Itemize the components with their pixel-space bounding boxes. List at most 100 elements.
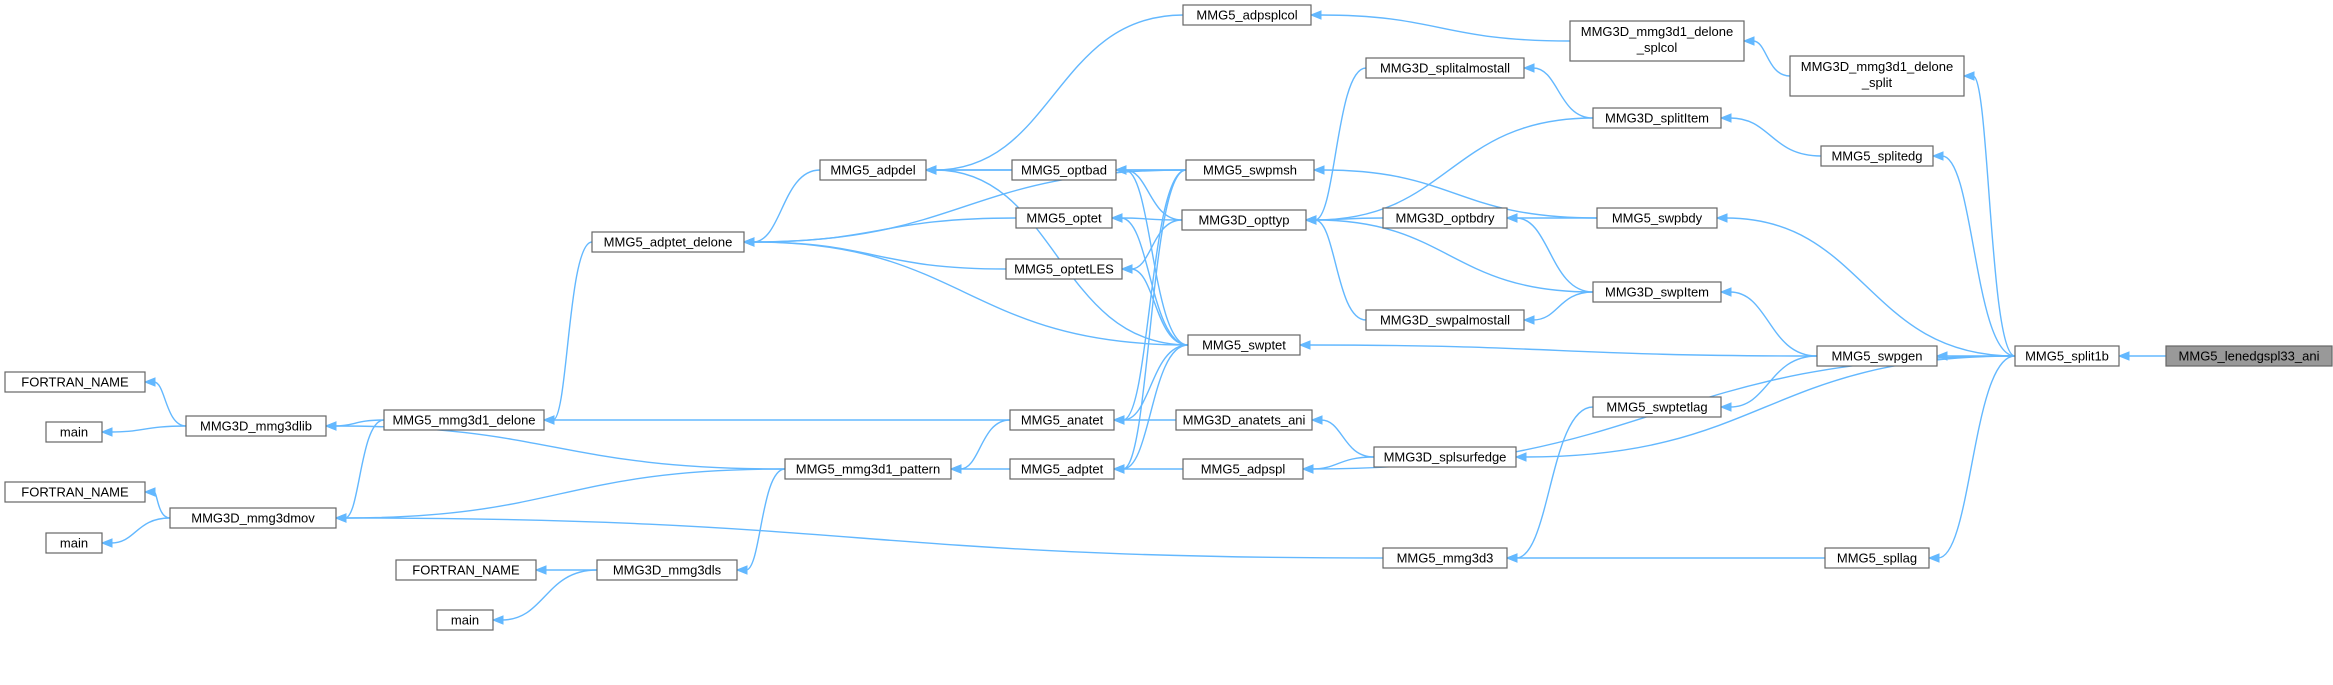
call-edge xyxy=(1505,213,1594,293)
edge-line xyxy=(1311,456,1375,470)
function-node-split1b-ani[interactable]: MMG5_lenedgspl33_ani xyxy=(2165,345,2333,367)
node-label: MMG5_optbad xyxy=(1021,163,1107,178)
edge-line xyxy=(1972,75,2016,357)
arrowhead-icon xyxy=(1514,452,1527,462)
function-node-swpalmostall[interactable]: MMG3D_swpalmostall xyxy=(1365,309,1525,331)
arrowhead-icon xyxy=(1522,315,1535,325)
function-node-main3[interactable]: main xyxy=(436,609,494,631)
node-box xyxy=(436,609,494,631)
edge-line xyxy=(1725,217,2016,357)
function-node-mmg3dmov[interactable]: MMG3D_mmg3dmov xyxy=(169,507,337,529)
arrowhead-icon xyxy=(949,464,962,474)
node-label: MMG5_adptet_delone xyxy=(604,235,733,250)
arrowhead-icon xyxy=(1309,10,1322,20)
edge-line xyxy=(1122,344,1189,470)
function-node-splitedg[interactable]: MMG5_splitedg xyxy=(1820,145,1934,167)
function-node-mmg3dlib[interactable]: MMG3D_mmg3dlib xyxy=(185,415,327,437)
function-node-splitalmostall[interactable]: MMG3D_splitalmostall xyxy=(1365,57,1525,79)
node-label: MMG5_optet xyxy=(1026,211,1102,226)
call-edge xyxy=(1719,355,1818,412)
edge-line xyxy=(1314,219,1594,293)
node-box xyxy=(1820,145,1934,167)
edge-line xyxy=(752,217,1017,243)
edge-line xyxy=(1941,155,2016,357)
function-node-mmg3dls[interactable]: MMG3D_mmg3dls xyxy=(596,559,738,581)
call-edge xyxy=(143,377,187,427)
function-node-opttyp[interactable]: MMG3D_opttyp xyxy=(1181,209,1307,231)
edge-line xyxy=(934,14,1184,171)
function-node-delone-split[interactable]: MMG3D_mmg3d1_delone_split xyxy=(1789,55,1965,97)
function-node-optbad[interactable]: MMG5_optbad xyxy=(1011,159,1117,181)
arrowhead-icon xyxy=(100,538,113,548)
call-edge xyxy=(1110,213,1189,346)
function-node-anatet[interactable]: MMG5_anatet xyxy=(1009,409,1115,431)
function-node-swpItem[interactable]: MMG3D_swpItem xyxy=(1592,281,1722,303)
function-node-optbdry[interactable]: MMG3D_optbdry xyxy=(1382,207,1508,229)
arrowhead-icon xyxy=(143,377,156,387)
node-box xyxy=(784,458,952,480)
function-node-fn1[interactable]: FORTRAN_NAME xyxy=(4,371,146,393)
node-box xyxy=(1382,207,1508,229)
function-node-fn2[interactable]: FORTRAN_NAME xyxy=(4,481,146,503)
call-edge xyxy=(1304,67,1367,225)
function-node-adpdel[interactable]: MMG5_adpdel xyxy=(819,159,927,181)
node-box xyxy=(1185,159,1315,181)
arrowhead-icon xyxy=(1719,113,1732,123)
function-node-swpmsh[interactable]: MMG5_swpmsh xyxy=(1185,159,1315,181)
function-node-swpgen[interactable]: MMG5_swpgen xyxy=(1816,345,1938,367)
edge-line xyxy=(752,169,821,243)
arrowhead-icon xyxy=(1505,553,1518,563)
arrowhead-icon xyxy=(1931,151,1944,161)
node-label: MMG3D_mmg3dls xyxy=(613,563,722,578)
node-box xyxy=(4,371,146,393)
arrowhead-icon xyxy=(1715,213,1728,223)
node-label: MMG5_lenedgspl33_ani xyxy=(2179,349,2320,364)
function-node-anatets-ani[interactable]: MMG3D_anatets_ani xyxy=(1175,409,1313,431)
function-node-adptet-delone[interactable]: MMG5_adptet_delone xyxy=(591,231,745,253)
edge-line xyxy=(501,569,598,621)
arrowhead-icon xyxy=(1112,464,1125,474)
function-node-swpbdy[interactable]: MMG5_swpbdy xyxy=(1596,207,1718,229)
function-node-spllag[interactable]: MMG5_spllag xyxy=(1824,547,1930,569)
function-node-splsurfedge[interactable]: MMG3D_splsurfedge xyxy=(1373,446,1517,468)
edge-line xyxy=(1308,344,1818,357)
call-edge xyxy=(949,464,1010,474)
edge-line xyxy=(344,468,786,519)
arrowhead-icon xyxy=(742,237,755,247)
function-node-main2[interactable]: main xyxy=(45,532,103,554)
arrowhead-icon xyxy=(1112,415,1125,425)
call-edge xyxy=(334,513,1384,559)
function-node-delone-splcol[interactable]: MMG3D_mmg3d1_delone_splcol xyxy=(1569,20,1745,62)
function-node-optetLES[interactable]: MMG5_optetLES xyxy=(1005,258,1123,280)
function-node-mmg3d1-pattern[interactable]: MMG5_mmg3d1_pattern xyxy=(784,458,952,480)
function-node-mmg3d3[interactable]: MMG5_mmg3d3 xyxy=(1382,547,1508,569)
node-box xyxy=(1182,458,1304,480)
arrowhead-icon xyxy=(1719,402,1732,412)
node-label: MMG5_split1b xyxy=(2025,349,2109,364)
call-edge xyxy=(1719,287,1818,357)
call-edge xyxy=(1719,113,1822,157)
function-node-swptetlag[interactable]: MMG5_swptetlag xyxy=(1592,396,1722,418)
call-edge xyxy=(1742,36,1791,77)
function-node-main1[interactable]: main xyxy=(45,421,103,443)
edge-line xyxy=(1319,14,1571,42)
function-node-fn3[interactable]: FORTRAN_NAME xyxy=(395,559,537,581)
node-box xyxy=(1009,409,1115,431)
arrowhead-icon xyxy=(924,165,937,175)
function-node-mmg3d1-delone[interactable]: MMG5_mmg3d1_delone xyxy=(383,409,545,431)
function-node-adptet[interactable]: MMG5_adptet xyxy=(1009,458,1115,480)
arrowhead-icon xyxy=(324,421,337,431)
node-label: MMG5_optetLES xyxy=(1014,262,1114,277)
function-node-adpsplcol[interactable]: MMG5_adpsplcol xyxy=(1182,4,1312,26)
function-node-optet[interactable]: MMG5_optet xyxy=(1015,207,1113,229)
edge-line xyxy=(344,419,385,519)
edge-line xyxy=(110,425,187,433)
function-node-splitItem[interactable]: MMG3D_splitItem xyxy=(1592,107,1722,129)
call-edge xyxy=(491,569,598,625)
function-node-split1b[interactable]: MMG5_split1b xyxy=(2014,345,2120,367)
function-node-swptet[interactable]: MMG5_swptet xyxy=(1187,334,1301,356)
node-box xyxy=(1011,159,1117,181)
node-box xyxy=(1365,309,1525,331)
function-node-adpspl[interactable]: MMG5_adpspl xyxy=(1182,458,1304,480)
